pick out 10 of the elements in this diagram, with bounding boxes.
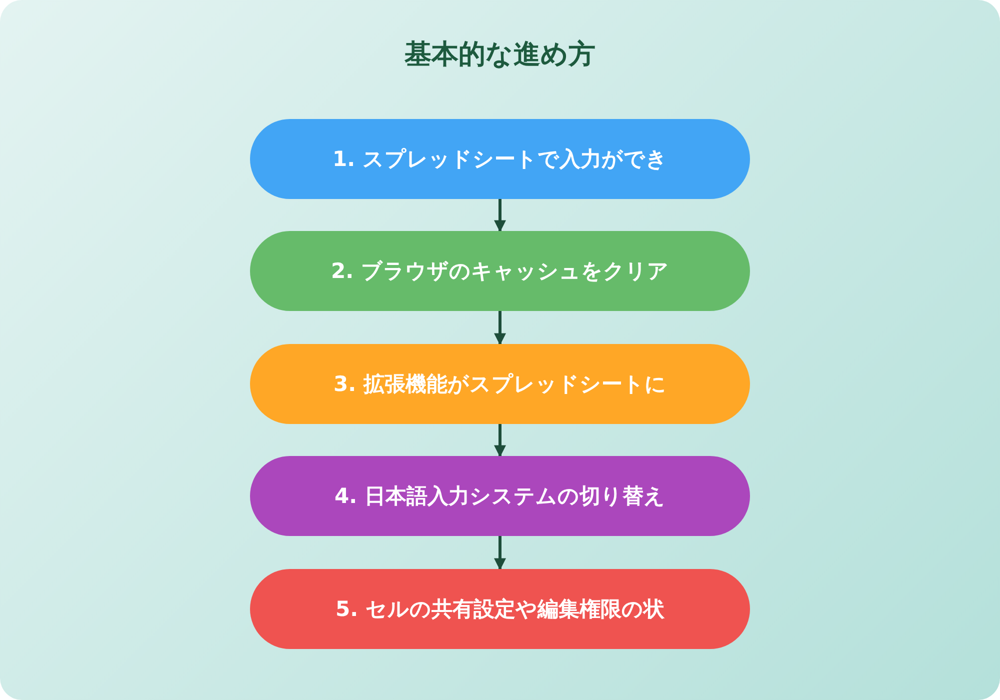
arrow xyxy=(494,424,506,458)
step-label: 1. スプレッドシートで入力ができ xyxy=(332,146,668,173)
step-label: 5. セルの共有設定や編集権限の状 xyxy=(336,596,664,623)
arrow xyxy=(494,536,506,570)
diagram-title: 基本的な進め方 xyxy=(404,38,596,72)
step-label: 3. 拡張機能がスプレッドシートに xyxy=(334,371,666,398)
arrow xyxy=(494,199,506,232)
arrow xyxy=(494,311,506,346)
step-label: 4. 日本語入力システムの切り替え xyxy=(334,483,666,510)
step-label: 2. ブラウザのキャッシュをクリア xyxy=(331,258,669,285)
